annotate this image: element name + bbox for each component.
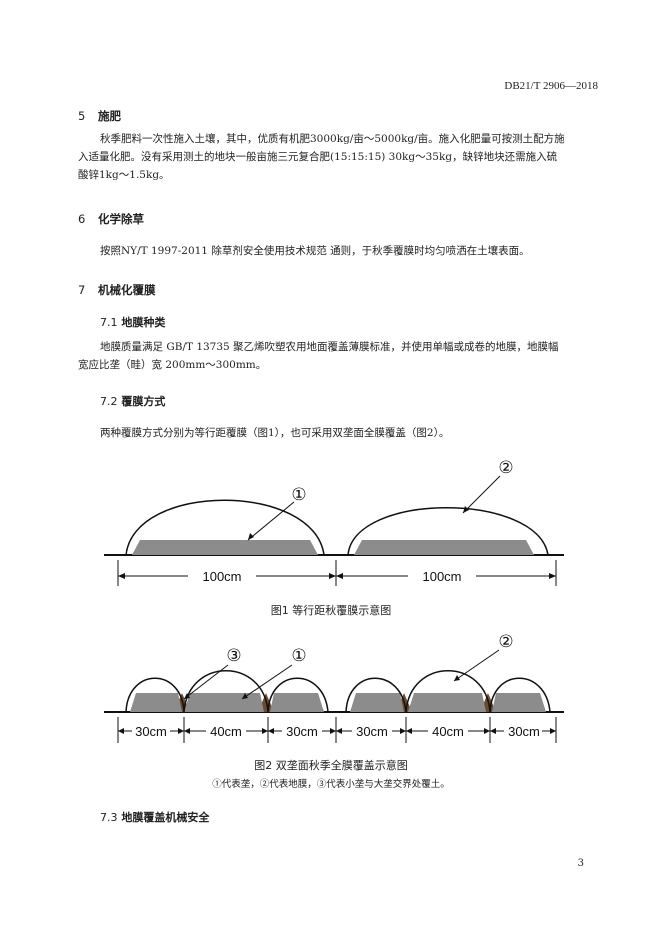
document-code: DB21/T 2906—2018 [504, 80, 598, 92]
dimension-label: 100cm [202, 569, 241, 584]
callout-leader [462, 475, 501, 514]
section-title: 覆膜方式 [121, 395, 166, 408]
small-ridge [350, 693, 404, 712]
section-number: 7 [78, 283, 86, 297]
section-number: 7.1 [100, 316, 118, 329]
page-number: 3 [577, 858, 584, 869]
dimension-label: 40cm [432, 724, 464, 739]
large-ridge [408, 693, 486, 712]
figure-2-diagram: 30cm 40cm 30cm 30cm 40cm 30cm ③ ① ② [104, 632, 564, 743]
section-5-heading: 5 施肥 [78, 108, 121, 124]
figure-1-caption: 图1 等行距秋覆膜示意图 [270, 604, 392, 617]
section-number: 6 [78, 212, 86, 226]
small-ridge [270, 693, 324, 712]
callout-leader [183, 664, 229, 700]
section-number: 7.2 [100, 395, 118, 408]
dimension-label: 30cm [286, 724, 318, 739]
section-7-1-line-1: 地膜质量满足 GB/T 13735 聚乙烯吹塑农用地面覆盖薄膜标准，并使用单幅或… [100, 341, 559, 353]
section-number: 5 [78, 109, 86, 123]
section-7-3-heading: 7.3 地膜覆盖机械安全 [100, 809, 209, 825]
dimension-label: 30cm [135, 724, 167, 739]
arrowhead [184, 693, 190, 699]
arrowhead [248, 533, 254, 540]
figure-2-caption: 图2 双垄面秋季全膜覆盖示意图 [254, 759, 408, 772]
section-title: 机械化覆膜 [98, 283, 156, 297]
dimension-label: 30cm [508, 724, 540, 739]
section-5-line-1: 秋季肥料一次性施入土壤，其中，优质有机肥3000kg/亩～5000kg/亩。施入… [100, 133, 565, 145]
section-6-heading: 6 化学除草 [78, 211, 144, 227]
arrowhead [454, 675, 460, 681]
callout-leader [241, 664, 293, 700]
film-arc [125, 499, 325, 556]
section-title: 施肥 [98, 109, 121, 123]
arrowheads [118, 728, 556, 734]
callout-soil-label: ③ [226, 646, 241, 666]
section-5-line-3: 酸锌1kg～1.5kg。 [78, 169, 170, 181]
callout-leader [453, 649, 500, 682]
callout-film-label: ② [498, 458, 513, 478]
small-ridge [130, 693, 182, 712]
small-ridge [492, 693, 546, 712]
section-7-2-line-1: 两种覆膜方式分别为等行距覆膜（图1），也可采用双垄面全膜覆盖（图2）。 [100, 427, 450, 439]
figure-1-diagram: 100cm 100cm ① ② [104, 458, 564, 586]
figure-2-note: ①代表垄，②代表地膜，③代表小垄与大垄交界处覆土。 [212, 779, 450, 790]
section-7-2-heading: 7.2 覆膜方式 [100, 393, 165, 409]
dimension-label: 100cm [422, 569, 461, 584]
section-title: 化学除草 [98, 212, 144, 226]
section-6-line-1: 按照NY/T 1997-2011 除草剂安全使用技术规范 通则，于秋季覆膜时均匀… [100, 245, 530, 257]
callout-film-label: ② [498, 632, 513, 652]
callout-ridge-label: ① [291, 485, 306, 505]
section-number: 7.3 [100, 811, 118, 824]
section-title: 地膜覆盖机械安全 [121, 811, 210, 824]
large-ridge [184, 693, 264, 712]
section-7-1-line-2: 宽应比垄（畦）宽 200mm～300mm。 [78, 359, 267, 371]
film-arc [125, 670, 329, 713]
dimension-label: 40cm [210, 724, 242, 739]
ridge [354, 540, 534, 555]
section-5-line-2: 入适量化肥。没有采用测土的地块一般亩施三元复合肥(15:15:15) 30kg～… [78, 151, 558, 163]
callout-leader [247, 501, 295, 541]
callout-ridge-label: ① [291, 646, 306, 666]
arrowhead [242, 693, 248, 699]
arrowhead [463, 506, 469, 513]
section-7-1-heading: 7.1 地膜种类 [100, 314, 165, 330]
section-7-heading: 7 机械化覆膜 [78, 282, 156, 298]
film-arc [345, 670, 551, 713]
film-arc [347, 507, 549, 556]
dimension-label: 30cm [356, 724, 388, 739]
arrowheads [118, 573, 556, 579]
section-title: 地膜种类 [121, 316, 166, 329]
ridge [132, 540, 318, 555]
